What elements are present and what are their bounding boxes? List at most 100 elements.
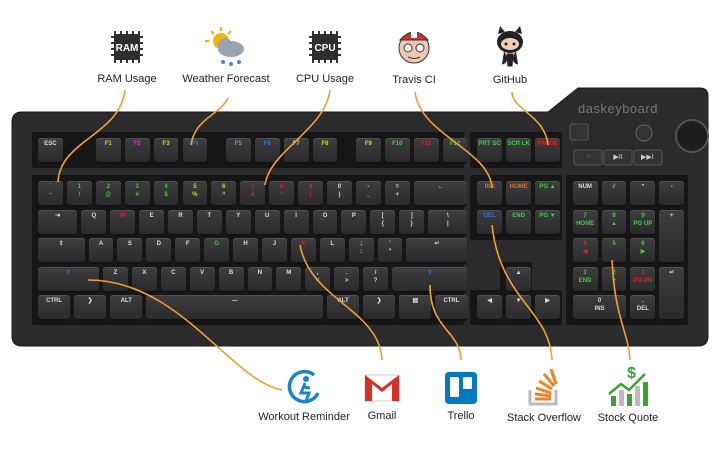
key-m[interactable]: M <box>276 267 302 291</box>
integration-weather-forecast[interactable]: Weather Forecast <box>171 25 281 85</box>
key-symbol[interactable]: ⇥ <box>38 210 78 234</box>
integration-ram-usage[interactable]: RAM RAM Usage <box>72 25 182 85</box>
key-p[interactable]: P <box>341 210 367 234</box>
media-button-play-pause[interactable]: ▶II <box>613 154 623 161</box>
key-symbol[interactable]: ]} <box>399 210 425 234</box>
key-d[interactable]: D <box>146 238 172 262</box>
key-symbol[interactable]: [{ <box>370 210 396 234</box>
key-symbol[interactable]: ⇧ <box>38 267 100 291</box>
key-j[interactable]: J <box>261 238 287 262</box>
integration-travis-ci[interactable]: Travis CI <box>359 22 469 86</box>
key-symbol[interactable]: ↵ <box>406 238 468 262</box>
key-f6[interactable]: F6 <box>254 138 280 162</box>
key-0[interactable]: 0) <box>327 181 352 205</box>
integration-github[interactable]: GitHub <box>455 22 565 86</box>
key-symbol[interactable]: + <box>659 210 685 262</box>
key-num[interactable]: NUM <box>572 181 598 205</box>
key-symbol[interactable]: ▤ <box>399 295 432 319</box>
key-4[interactable]: 4◀ <box>572 238 598 262</box>
key-alt[interactable]: ALT <box>327 295 360 319</box>
key-scrlk[interactable]: SCR LK <box>506 138 532 162</box>
integration-cpu-usage[interactable]: CPU CPU Usage <box>270 25 380 85</box>
key-e[interactable]: E <box>139 210 165 234</box>
key-symbol[interactable]: — <box>146 295 323 319</box>
key-end[interactable]: END <box>506 210 532 234</box>
key-f4[interactable]: F4 <box>182 138 208 162</box>
key-symbol[interactable]: / <box>601 181 627 205</box>
key-c[interactable]: C <box>160 267 186 291</box>
key-f3[interactable]: F3 <box>153 138 179 162</box>
key-symbol[interactable]: .DEL <box>630 295 656 319</box>
key-f9[interactable]: F9 <box>355 138 381 162</box>
key-symbol[interactable]: `~ <box>38 181 63 205</box>
key-esc[interactable]: ESC <box>38 138 63 162</box>
key-v[interactable]: V <box>189 267 215 291</box>
key-x[interactable]: X <box>131 267 157 291</box>
key-k[interactable]: K <box>290 238 316 262</box>
key-pg[interactable]: PG ▼ <box>535 210 560 234</box>
key-symbol[interactable]: - <box>659 181 685 205</box>
key-4[interactable]: 4$ <box>153 181 179 205</box>
key-8[interactable]: 8* <box>269 181 295 205</box>
key-r[interactable]: R <box>168 210 193 234</box>
key-symbol[interactable]: \| <box>428 210 468 234</box>
key-symbol[interactable]: ❯ <box>74 295 107 319</box>
media-button-backlight[interactable]: ◌ <box>586 153 591 160</box>
key-symbol[interactable]: ;: <box>348 238 374 262</box>
key-symbol[interactable]: * <box>630 181 656 205</box>
key-8[interactable]: 8▲ <box>601 210 627 234</box>
key-symbol[interactable]: ▲ <box>506 267 532 291</box>
key-ctrl[interactable]: CTRL <box>435 295 468 319</box>
key-3[interactable]: 3# <box>124 181 150 205</box>
key-symbol[interactable]: ▶ <box>535 295 560 319</box>
key-symbol[interactable]: ⇪ <box>38 238 85 262</box>
integration-stack-overflow[interactable]: Stack Overflow <box>489 366 599 424</box>
key-6[interactable]: 6▶ <box>630 238 656 262</box>
key-g[interactable]: G <box>204 238 230 262</box>
key-u[interactable]: U <box>254 210 280 234</box>
key-h[interactable]: H <box>233 238 258 262</box>
key-5[interactable]: 5 <box>601 238 627 262</box>
key-f1[interactable]: F1 <box>95 138 121 162</box>
key-6[interactable]: 6^ <box>211 181 237 205</box>
key-ins[interactable]: INS <box>477 181 503 205</box>
key-n[interactable]: N <box>247 267 273 291</box>
key-y[interactable]: Y <box>225 210 251 234</box>
key-2[interactable]: 2@ <box>95 181 121 205</box>
key-o[interactable]: O <box>312 210 338 234</box>
key-5[interactable]: 5% <box>182 181 208 205</box>
key-a[interactable]: A <box>88 238 114 262</box>
key-z[interactable]: Z <box>103 267 128 291</box>
key-f11[interactable]: F11 <box>413 138 439 162</box>
key-w[interactable]: W <box>110 210 136 234</box>
key-symbol[interactable]: ◀ <box>477 295 503 319</box>
key-symbol[interactable]: ▼ <box>506 295 532 319</box>
key-l[interactable]: L <box>319 238 345 262</box>
key-prtsc[interactable]: PRT SC <box>477 138 503 162</box>
key-symbol[interactable]: ❯ <box>363 295 396 319</box>
key-f2[interactable]: F2 <box>124 138 150 162</box>
key-del[interactable]: DEL <box>477 210 503 234</box>
key-i[interactable]: I <box>283 210 309 234</box>
key-q[interactable]: Q <box>81 210 107 234</box>
key-symbol[interactable]: ← <box>413 181 468 205</box>
key-pg[interactable]: PG ▲ <box>535 181 560 205</box>
key-f7[interactable]: F7 <box>283 138 309 162</box>
key-home[interactable]: HOME <box>506 181 532 205</box>
media-button-next[interactable]: ▶▶I <box>640 154 654 161</box>
key-alt[interactable]: ALT <box>110 295 143 319</box>
key-symbol[interactable]: =+ <box>384 181 410 205</box>
integration-workout-reminder[interactable]: Workout Reminder <box>249 367 359 423</box>
key-f10[interactable]: F10 <box>384 138 410 162</box>
key-symbol[interactable]: -_ <box>355 181 381 205</box>
key-symbol[interactable]: '" <box>377 238 403 262</box>
key-9[interactable]: 9( <box>298 181 323 205</box>
integration-gmail[interactable]: Gmail <box>327 370 437 422</box>
key-t[interactable]: T <box>196 210 222 234</box>
key-symbol[interactable]: ↵ <box>659 267 685 319</box>
key-1[interactable]: 1! <box>66 181 92 205</box>
